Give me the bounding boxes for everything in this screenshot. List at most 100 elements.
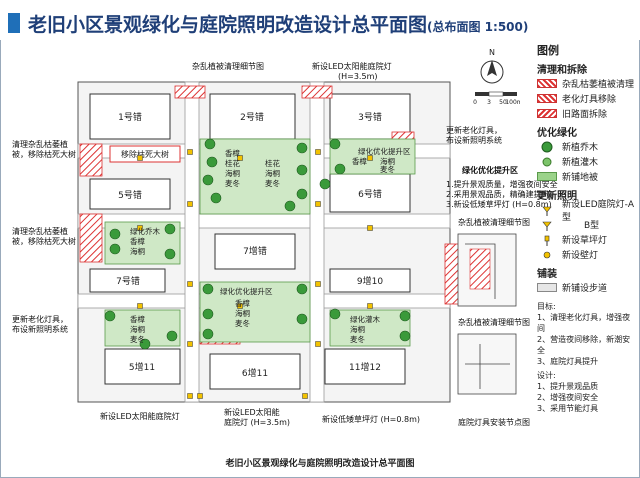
tree-icon [202,328,214,340]
callout-lamp-top: 新设LED太阳能庭院灯 [312,62,392,71]
plant-item: 绿化灌木 [350,314,380,324]
legend-item: 新植乔木 [537,139,637,154]
tree-icon [334,163,346,175]
legend-item: 新设壁灯 [537,247,637,262]
callout-bottom2-line2: 庭院灯 (H=3.5m) [224,418,291,427]
tree-icon [329,138,341,150]
tree-icon [284,200,296,212]
hatch-swatch [537,109,557,118]
trees [104,138,411,350]
tree-icon [296,142,308,154]
lamp-b-icon [537,220,557,231]
lamps [137,149,373,399]
page-subtitle: (总布面图 1:500) [427,20,529,34]
detail-caption: 杂乱植被清理细节图 [458,318,530,327]
legend-item: B型 [537,217,637,232]
building-label: 3号错 [358,111,382,123]
lamp-icon [237,155,243,161]
wall-lamp-icon [537,250,557,259]
tree-icon [164,248,176,260]
groundcover-swatch [537,172,557,181]
lamp-icon [197,393,203,399]
callout-left2-line2: 被，移除枯死大树 [12,237,76,246]
plant-item: 麦冬 [350,334,365,344]
hatch-swatch [537,79,557,88]
buildings [89,93,411,390]
plant-item: 海桐 [380,156,395,166]
tree-icon [296,283,308,295]
legend-item: 旧路面拆除 [537,106,637,121]
detail-views-content [465,243,510,389]
building-label: 1号错 [118,111,142,123]
tree-icon [104,310,116,322]
legend-item: 新铺地被 [537,169,637,184]
north-arrow: N [480,48,504,84]
lamp-icon [367,155,373,161]
legend-goals: 目标: 1、清理老化灯具，增强夜间 2、营造夜间移除，新潮安全 3、庭院灯具提升… [537,302,631,413]
lamp-icon [187,341,193,347]
plant-item: 海桐 [130,246,145,256]
building-label: 11增12 [349,361,381,373]
tree-icon [166,330,178,342]
detail-caption: 杂乱植被清理细节图 [458,218,530,227]
plant-item: 香樟 [352,156,367,166]
lamp-icon [315,201,321,207]
tree-icon [399,330,411,342]
legend-item: 新设草坪灯 [537,232,637,247]
svg-text:100m: 100m [505,99,520,106]
plant-item: 麦冬 [235,318,250,328]
green-area-label: 绿化优化提升区 [358,146,411,156]
building-label: 7增错 [243,245,267,257]
tree-icon [210,192,222,204]
callout-right-list-3: 3.新设低矮草坪灯 (H=0.8m) [446,200,552,209]
plant-item: 海桐 [235,308,250,318]
shrub-icon [537,157,557,166]
lamp-icon [367,225,373,231]
building-label: 5号错 [118,189,142,201]
plant-item: 麦冬 [225,178,240,188]
callout-left3-line1: 更新老化灯具， [12,315,68,324]
legend-item: 新植灌木 [537,154,637,169]
plant-item: 香樟 [130,314,145,324]
svg-text:50: 50 [499,99,507,106]
lamp-icon [137,225,143,231]
page-title: 老旧小区景观绿化与庭院照明改造设计总平面图(总布面图 1:500) [28,14,529,36]
tree-removal-label: 移除枯死大树 [121,149,169,159]
tree-icon [204,138,216,150]
tree-icon [202,308,214,320]
plant-lists: 香樟 桂花 海桐 麦冬 桂花 海桐 麦冬 绿化乔木 香樟 海桐 香樟 海桐 麦冬… [130,148,395,344]
tree-icon [139,338,151,350]
callout-left3-line2: 布设新照明系统 [12,325,68,334]
hatch-swatch [537,94,557,103]
building-label: 5增11 [129,361,155,373]
tree-icon [109,228,121,240]
plant-item: 麦冬 [265,178,280,188]
svg-text:3: 3 [487,99,491,106]
building-label: 9增10 [357,275,383,287]
title-bar: 老旧小区景观绿化与庭院照明改造设计总平面图(总布面图 1:500) [0,0,640,40]
tree-removal-zone [109,145,181,163]
callout-left2-line1: 清理杂乱枯萎植 [12,227,68,236]
green-area-label: 绿化优化提升区 [220,286,273,296]
tree-icon [296,313,308,325]
callout-left1-line1: 清理杂乱枯萎植 [12,140,68,149]
callout-right1-line1: 更新老化灯具， [446,126,502,135]
tree-icon [202,283,214,295]
plant-item: 香樟 [225,148,240,158]
detail-caption: 庭院灯具安装节点图 [458,418,530,427]
tree-icon [109,243,121,255]
tree-icon [164,223,176,235]
paving-swatch [537,283,557,292]
legend-item: 老化灯具移除 [537,91,637,106]
callout-bottom2-line1: 新设LED太阳能 [224,408,280,417]
tree-icon [319,178,331,190]
plant-item: 麦冬 [380,164,395,174]
lamp-icon [137,303,143,309]
building-label: 7号错 [116,275,140,287]
callout-right-list-2: 2.采用景观品质，精确建提升 [446,190,550,199]
tree-icon [202,174,214,186]
legend: 图例 清理和拆除 杂乱枯萎植被清理 老化灯具移除 旧路面拆除 优化绿化 新植乔木… [537,42,637,422]
svg-text:0: 0 [473,99,477,106]
legend-heading: 图例 [537,44,559,57]
tree-icon [399,310,411,322]
